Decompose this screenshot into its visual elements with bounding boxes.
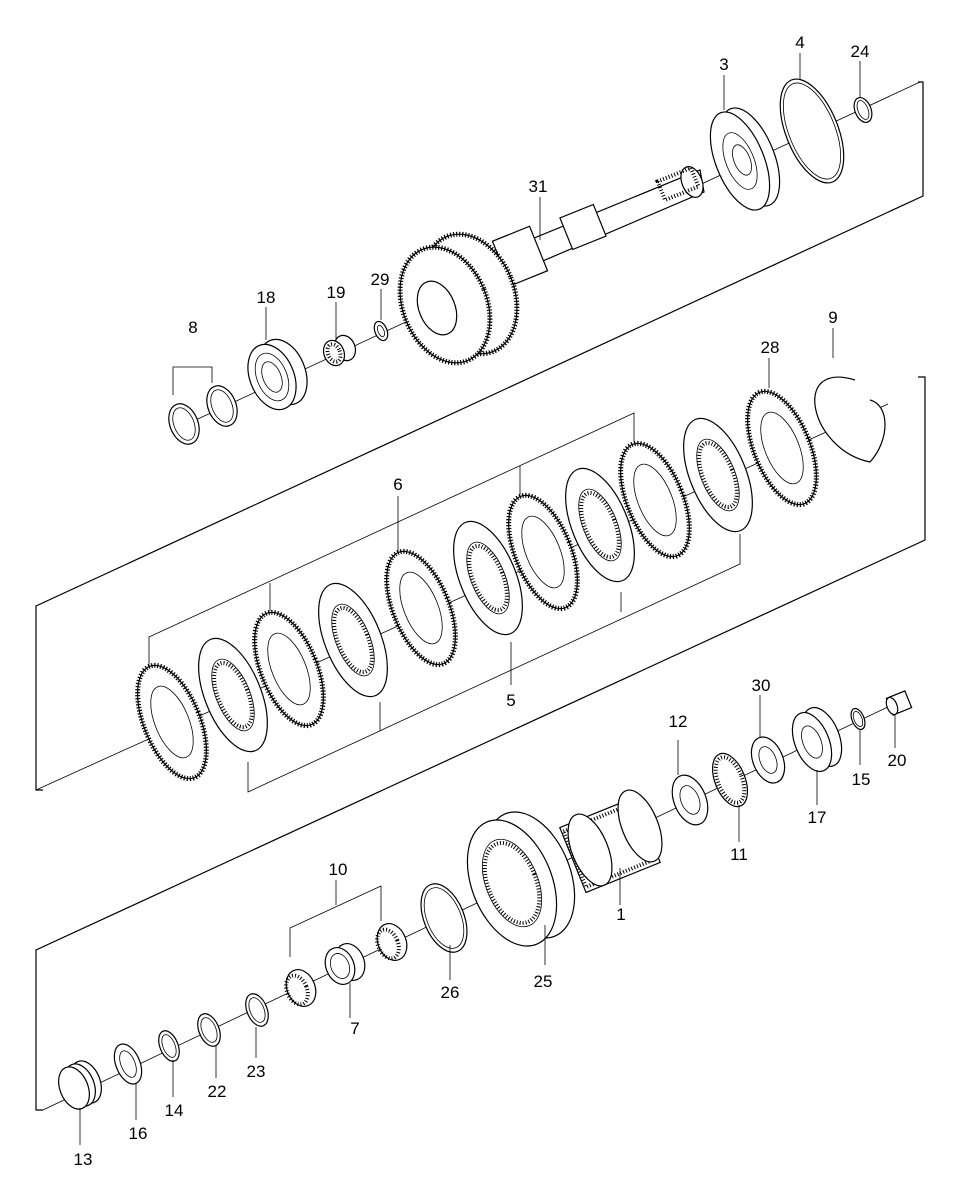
snap-ring-9 (814, 376, 886, 463)
snap-ring-22 (197, 1013, 221, 1047)
needle-bearing-11 (711, 752, 749, 808)
callout-1: 1 (616, 905, 625, 924)
snap-ring-8b (206, 385, 238, 427)
callout-22: 22 (208, 1082, 227, 1101)
bushing-7 (324, 943, 366, 985)
callout-7: 7 (350, 1019, 359, 1038)
callout-12: 12 (669, 712, 688, 731)
clutch-disc-28 (745, 388, 819, 508)
washer-16 (113, 1043, 143, 1085)
callouts: 1 3 4 5 6 7 8 9 10 11 12 13 14 15 16 17 … (74, 33, 907, 1169)
frame-middle (35, 376, 926, 1111)
clutch-plate-5d (318, 582, 388, 698)
washer-12 (671, 774, 709, 826)
callout-15: 15 (852, 770, 871, 789)
bushing-20 (885, 690, 913, 716)
needle-bearing-10b (284, 969, 317, 1007)
callout-5: 5 (506, 691, 515, 710)
frame-upper (35, 81, 924, 791)
callout-29: 29 (371, 270, 390, 289)
callout-20: 20 (888, 751, 907, 770)
snap-ring-8a (168, 403, 200, 445)
callout-11: 11 (730, 845, 748, 864)
drum-25 (466, 811, 576, 947)
callout-9: 9 (828, 308, 837, 327)
callout-4: 4 (795, 33, 804, 52)
ball-bearing-18 (247, 338, 308, 411)
callout-8: 8 (188, 318, 197, 337)
clutch-disc-6d (252, 609, 326, 729)
callout-30: 30 (752, 676, 771, 695)
clutch-disc-6c (384, 548, 458, 668)
o-ring-4 (779, 78, 845, 184)
hub-1 (559, 789, 663, 894)
callout-26: 26 (441, 983, 460, 1002)
snap-ring-15 (850, 707, 866, 731)
clutch-plate-5c (453, 520, 523, 636)
clutch-disc-6b (506, 492, 580, 612)
clutch-plate-5e (198, 637, 268, 753)
clutch-plate-5b (565, 467, 635, 583)
retainer-plate-3 (709, 107, 781, 211)
spring-13 (58, 1060, 102, 1110)
callout-28: 28 (761, 338, 780, 357)
snap-ring-23 (245, 993, 269, 1027)
ball-bearing-17 (791, 706, 843, 773)
thrust-washer-29 (373, 320, 389, 342)
callout-24: 24 (851, 42, 870, 61)
washer-30 (750, 736, 786, 784)
snap-ring-26 (420, 883, 468, 953)
snap-ring-24 (853, 96, 873, 124)
output-shaft-31 (397, 165, 705, 366)
snap-ring-14 (158, 1030, 180, 1062)
callout-16: 16 (129, 1124, 148, 1143)
needle-bearing-19 (322, 334, 357, 367)
callout-17: 17 (808, 808, 827, 827)
leader-lines (79, 53, 896, 1145)
clutch-disc-6a (618, 440, 692, 560)
callout-3: 3 (719, 55, 728, 74)
clutch-disc-6e (135, 662, 209, 782)
callout-10: 10 (329, 860, 348, 879)
callout-25: 25 (534, 972, 553, 991)
callout-6: 6 (393, 475, 402, 494)
clutch-plate-5a (683, 417, 753, 533)
callout-19: 19 (327, 283, 346, 302)
callout-14: 14 (165, 1101, 184, 1120)
needle-bearing-10a (375, 923, 408, 961)
callout-23: 23 (247, 1062, 266, 1081)
callout-31: 31 (529, 177, 548, 196)
callout-13: 13 (74, 1150, 93, 1169)
callout-18: 18 (257, 288, 276, 307)
